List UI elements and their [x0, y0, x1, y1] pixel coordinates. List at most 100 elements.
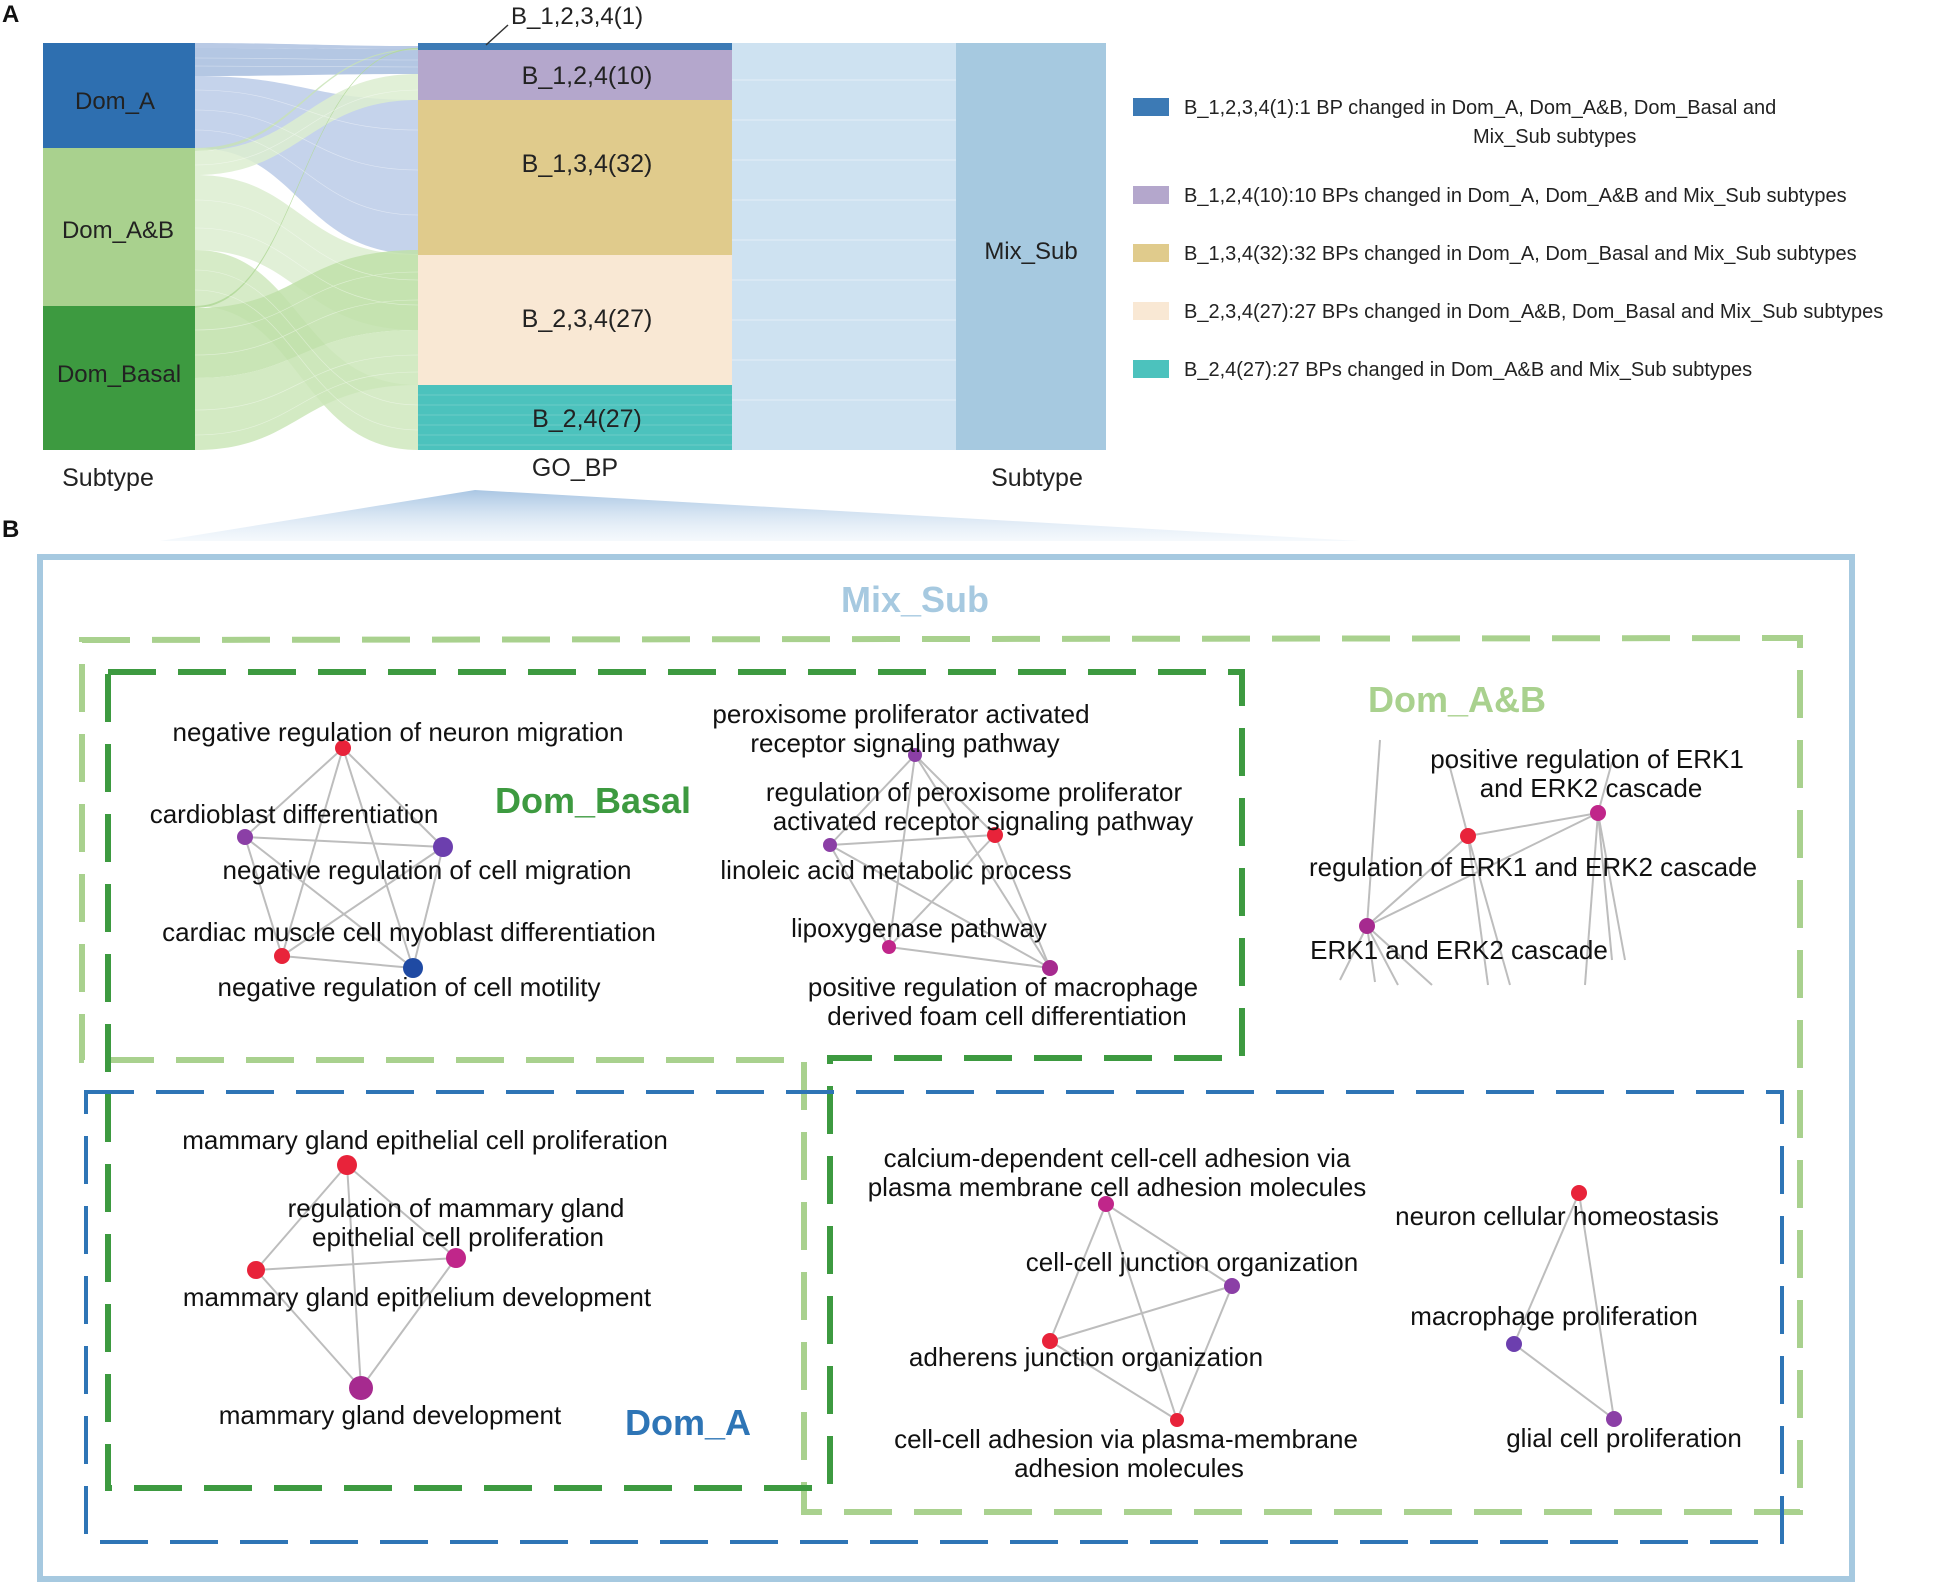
- network-nodes: [237, 740, 1622, 1427]
- node-b124: [418, 50, 732, 100]
- network-node: [1170, 1413, 1184, 1427]
- link-basal-b134: [195, 250, 418, 378]
- term-label: mammary gland epithelium development: [183, 1282, 652, 1312]
- network-node: [1359, 918, 1375, 934]
- node-b124-label: B_1,2,4(10): [522, 62, 653, 90]
- term-label: cell-cell adhesion via plasma-membrane: [894, 1424, 1358, 1454]
- network-node: [1098, 1196, 1114, 1212]
- network-node: [1460, 828, 1476, 844]
- network-node: [1224, 1278, 1240, 1294]
- term-label: negative regulation of cell migration: [222, 855, 631, 885]
- term-label: mammary gland epithelial cell proliferat…: [182, 1125, 668, 1155]
- term-label: positive regulation of macrophage: [808, 972, 1198, 1002]
- network-node: [1590, 805, 1606, 821]
- node-mix-sub: [956, 43, 1106, 450]
- term-label: glial cell proliferation: [1506, 1423, 1742, 1453]
- term-label: positive regulation of ERK1: [1430, 744, 1744, 774]
- term-label: lipoxygenase pathway: [791, 913, 1047, 943]
- network-node: [433, 837, 453, 857]
- legend-text-b234: B_2,3,4(27):27 BPs changed in Dom_A&B, D…: [1184, 301, 1883, 323]
- node-dom-basal: [43, 306, 195, 450]
- node-b1234: [418, 43, 732, 50]
- legend-swatch-b124: [1133, 186, 1169, 204]
- callout-line-b1234: [485, 24, 509, 46]
- term-label: regulation of ERK1 and ERK2 cascade: [1309, 852, 1757, 882]
- link-to-mixsub: [732, 43, 956, 450]
- network-labels: negative regulation of neuron migration …: [150, 699, 1757, 1483]
- term-label: calcium-dependent cell-cell adhesion via: [884, 1143, 1351, 1173]
- sankey-left-nodes: Dom_A Dom_A&B Dom_Basal: [43, 43, 195, 450]
- node-b134: [418, 100, 732, 255]
- network-node: [403, 958, 423, 978]
- legend: B_1,2,3,4(1):1 BP changed in Dom_A, Dom_…: [1133, 97, 1883, 381]
- axis-label-middle: GO_BP: [532, 454, 618, 482]
- term-label: cardiac muscle cell myoblast differentia…: [162, 917, 656, 947]
- network-node: [987, 827, 1003, 843]
- node-dom-a: [43, 43, 195, 148]
- legend-swatch-b234: [1133, 302, 1169, 320]
- term-label: adhesion molecules: [1014, 1453, 1244, 1483]
- term-label: macrophage proliferation: [1410, 1301, 1698, 1331]
- axis-label-left: Subtype: [62, 464, 154, 492]
- node-dom-ab: [43, 148, 195, 306]
- term-label: epithelial cell proliferation: [312, 1222, 604, 1252]
- axis-label-right: Subtype: [991, 464, 1083, 492]
- node-dom-a-label: Dom_A: [75, 88, 155, 115]
- term-label: regulation of mammary gland: [288, 1193, 625, 1223]
- node-dom-basal-label: Dom_Basal: [57, 361, 181, 388]
- node-b1234-label: B_1,2,3,4(1): [511, 3, 643, 30]
- sankey-middle-nodes: B_1,2,3,4(1) B_1,2,4(10) B_1,3,4(32) B_2…: [418, 3, 732, 450]
- term-label: derived foam cell differentiation: [827, 1001, 1186, 1031]
- link-doma-b124: [195, 48, 418, 76]
- network-node: [1042, 1333, 1058, 1349]
- network-edges: [244, 739, 1626, 1421]
- network-node: [247, 1261, 265, 1279]
- node-dom-ab-label: Dom_A&B: [62, 217, 174, 244]
- term-label: negative regulation of neuron migration: [173, 717, 624, 747]
- network-node: [337, 1155, 357, 1175]
- term-label: negative regulation of cell motility: [218, 972, 601, 1002]
- term-label: adherens junction organization: [909, 1342, 1263, 1372]
- node-b134-label: B_1,3,4(32): [522, 150, 653, 178]
- term-label: cell-cell junction organization: [1026, 1247, 1358, 1277]
- term-label: activated receptor signaling pathway: [773, 806, 1194, 836]
- term-label: peroxisome proliferator activated: [712, 699, 1089, 729]
- network-node: [1571, 1185, 1587, 1201]
- network-node: [1606, 1411, 1622, 1427]
- legend-swatch-b24: [1133, 360, 1169, 378]
- link-basal-b234: [195, 330, 418, 450]
- group-label-dom-a: Dom_A: [625, 1402, 751, 1443]
- term-label: and ERK2 cascade: [1480, 773, 1703, 803]
- legend-text-b124: B_1,2,4(10):10 BPs changed in Dom_A, Dom…: [1184, 185, 1847, 207]
- term-label: neuron cellular homeostasis: [1395, 1201, 1719, 1231]
- panel-label-a: A: [2, 1, 19, 28]
- term-label: ERK1 and ERK2 cascade: [1310, 935, 1608, 965]
- group-box-dom-a: [84, 1090, 1784, 1544]
- legend-swatch-b1234: [1133, 98, 1169, 116]
- network-node: [335, 740, 351, 756]
- node-mix-sub-label: Mix_Sub: [984, 238, 1077, 265]
- network-node: [1042, 960, 1058, 976]
- legend-swatch-b134: [1133, 244, 1169, 262]
- legend-text-b1234-line2: Mix_Sub subtypes: [1473, 126, 1636, 148]
- group-label-mix-sub: Mix_Sub: [841, 579, 989, 620]
- term-label: mammary gland development: [219, 1400, 562, 1430]
- sankey-links: [194, 43, 956, 450]
- legend-text-b134: B_1,3,4(32):32 BPs changed in Dom_A, Dom…: [1184, 243, 1857, 265]
- term-label: regulation of peroxisome proliferator: [766, 777, 1183, 807]
- node-b24: [418, 385, 732, 450]
- network-node: [823, 838, 837, 852]
- link-domab-b124: [195, 74, 418, 175]
- link-doma-b1234: [195, 43, 418, 49]
- network-node: [446, 1248, 466, 1268]
- legend-text-b1234-line1: B_1,2,3,4(1):1 BP changed in Dom_A, Dom_…: [1184, 97, 1776, 119]
- network-node: [908, 748, 922, 762]
- network-node: [1506, 1336, 1522, 1352]
- term-label: plasma membrane cell adhesion molecules: [868, 1172, 1367, 1202]
- term-label: cardioblast differentiation: [150, 799, 439, 829]
- group-box-dom-basal: [105, 669, 1245, 1491]
- term-label: linoleic acid metabolic process: [720, 855, 1071, 885]
- network-node: [349, 1376, 373, 1400]
- group-box-dom-ab: [79, 634, 1803, 1515]
